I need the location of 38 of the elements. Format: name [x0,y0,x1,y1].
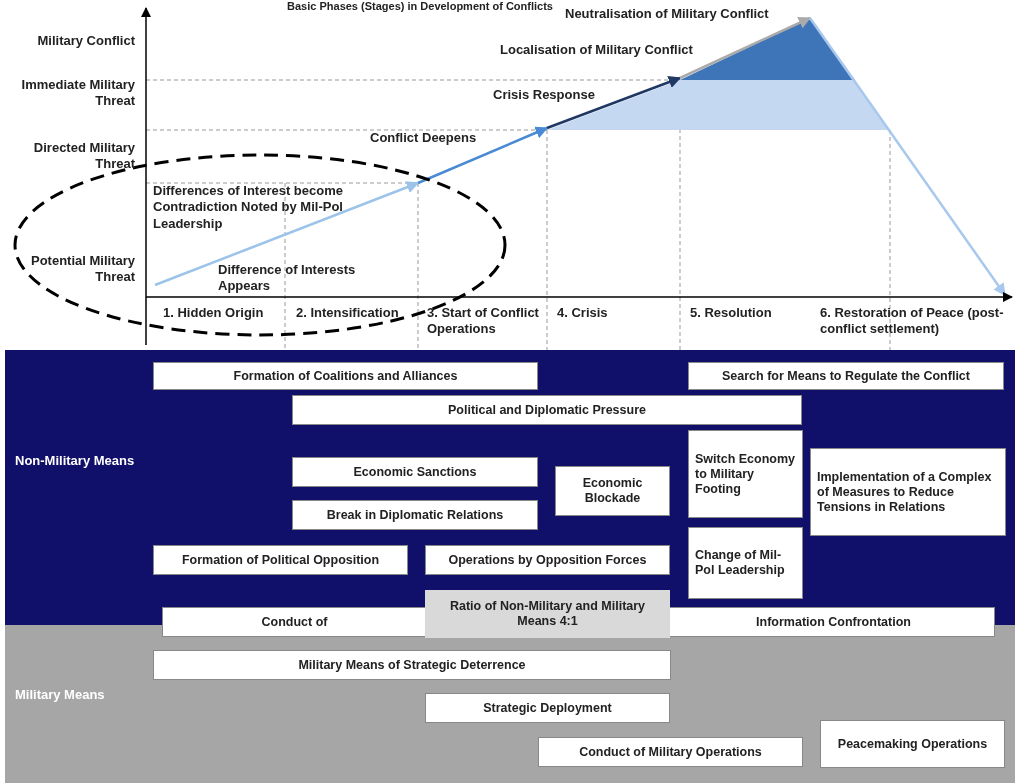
stage-label: 3. Start of Conflict Operations [427,305,540,338]
band-panel [5,625,1015,783]
band-label: Military Means [15,687,106,704]
level-label: Immediate Military Threat [20,77,135,110]
box-text: Conduct of [260,615,329,630]
text-box: Formation of Coalitions and Alliances [153,362,538,390]
phase-label: Neutralisation of Military Conflict [565,6,770,23]
box-text: Information Confrontation [755,615,912,630]
text-box: Economic Blockade [555,466,670,516]
text-box: Economic Sanctions [292,457,538,487]
phase-label: Conflict Deepens [370,130,478,147]
stage-label: 5. Resolution [690,305,773,322]
text-box: Strategic Deployment [425,693,670,723]
text-box: Search for Means to Regulate the Conflict [688,362,1004,390]
phase-label: Difference of Interests Appears [218,262,357,295]
level-label: Military Conflict [36,33,135,50]
phase-label: Crisis Response [493,87,596,104]
band-label: Non-Military Means [15,453,135,470]
text-box: Implementation of a Complex of Measures to Reduce Tensions in Relations [810,448,1006,536]
text-box: Political and Diplomatic Pressure [292,395,802,425]
stage-label: 4. Crisis [557,305,609,322]
text-box: Military Means of Strategic Deterrence [153,650,671,680]
text-box: Break in Diplomatic Relations [292,500,538,530]
text-box: Operations by Opposition Forces [425,545,670,575]
text-box: Peacemaking Operations [820,720,1005,768]
phase-label: Localisation of Military Conflict [500,42,694,59]
text-box: Switch Economy to Military Footing [688,430,803,518]
text-box: Change of Mil-Pol Leadership [688,527,803,599]
stage-label: 6. Restoration of Peace (post-conflict settlement) [820,305,1005,338]
level-label: Directed Military Threat [32,140,135,173]
text-box: Conduct of Military Operations [538,737,803,767]
phase-label: Differences of Interest become Contradiction Noted by Mil-Pol Leadership [153,183,344,232]
ratio-box: Ratio of Non-Military and Military Means 4:1 [425,590,670,638]
band-panel [5,350,1015,625]
text-box: Formation of Political Opposition [153,545,408,575]
level-label: Potential Military Threat [29,253,135,286]
stage-label: 1. Hidden Origin [163,305,265,322]
stage-label: 2. Intensification [296,305,400,322]
